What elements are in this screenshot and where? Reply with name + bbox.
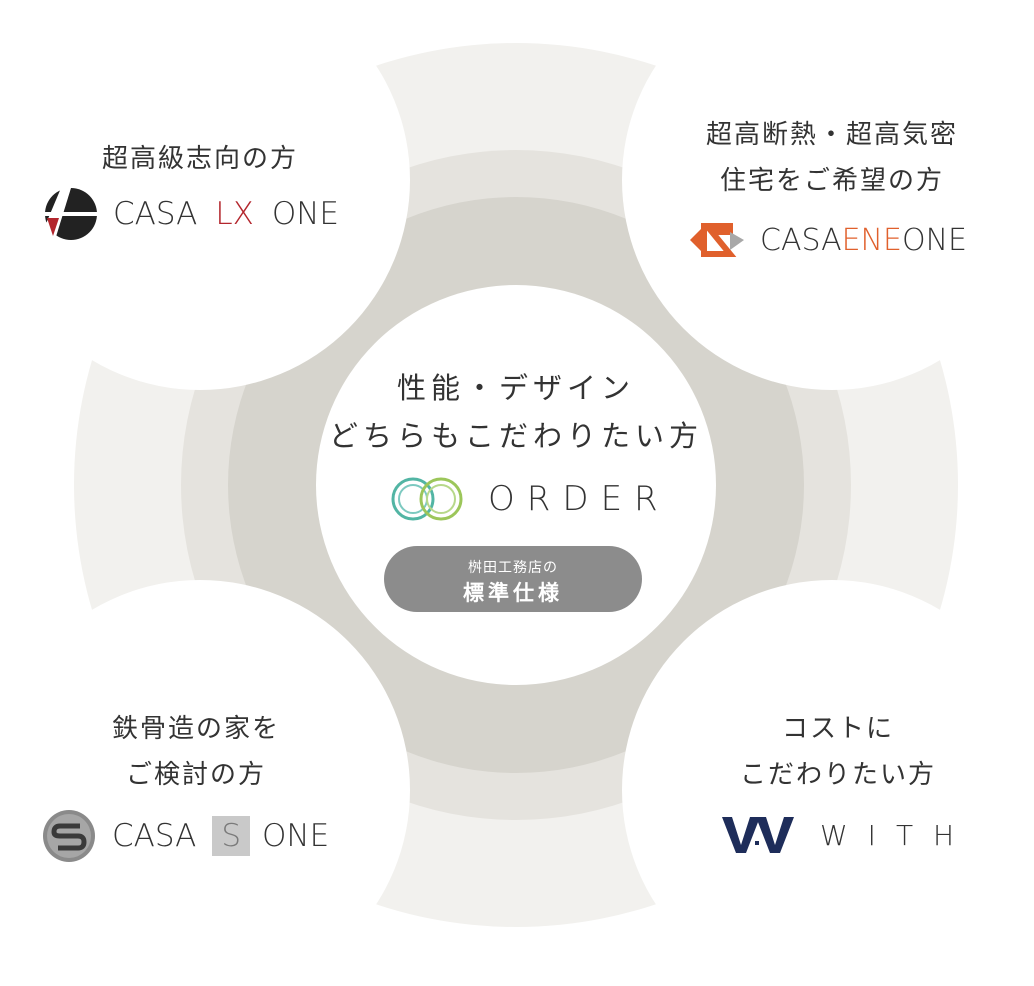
center-text: 性能・デザイン どちらもこだわりたい方 [316,364,716,460]
brand-lx: LX [215,196,254,232]
top-left-line-1: 超高級志向の方 [101,144,298,174]
casa-s-one-logo: CASA S ONE [40,808,329,864]
top-left-text: 超高級志向の方 [40,136,360,182]
casa-lx-one-icon [45,188,97,240]
badge-big-text: 標準仕様 [463,581,563,605]
casa-lx-one-logo: CASA LX ONE [43,186,339,242]
order-logo: ORDER [388,474,670,524]
brand-s: S [212,816,250,856]
bottom-left-text: 鉄骨造の家を ご検討の方 [36,706,356,798]
brand-casa: CASA [113,196,198,232]
casa-s-one-icon [43,810,95,862]
bottom-right-line-1: コストに [781,714,894,744]
bottom-right-line-2: こだわりたい方 [739,760,936,790]
order-icon [391,477,463,521]
with-icon [722,817,794,853]
top-right-line-2: 住宅をご希望の方 [719,166,944,196]
bottom-left-line-2: ご検討の方 [125,760,266,790]
casa-ene-one-logo: CASA ENE ONE [686,212,967,268]
top-right-line-1: 超高断熱・超高気密 [705,120,958,150]
brand-one: ONE [262,818,330,854]
brand-ene: ENE [841,222,902,258]
brand-casa: CASA [760,222,842,258]
with-logo: WITH [722,812,974,858]
bottom-left-circle [0,580,410,986]
bottom-right-circle [622,580,1034,986]
bottom-left-line-1: 鉄骨造の家を [111,714,280,744]
center-line-2: どちらもこだわりたい方 [328,419,703,453]
brand-with: WITH [820,818,975,852]
center-line-1: 性能・デザイン [396,371,635,405]
top-right-text: 超高断熱・超高気密 住宅をご希望の方 [672,112,992,204]
brand-one: ONE [271,196,340,232]
casa-ene-one-icon [690,223,744,257]
top-left-circle [0,0,410,390]
badge-small-text: 桝田工務店の [468,560,558,576]
brand-order: ORDER [488,479,670,519]
standard-spec-badge: 桝田工務店の 標準仕様 [384,546,642,612]
brand-casa: CASA [112,818,197,854]
bottom-right-text: コストに こだわりたい方 [678,706,998,798]
top-right-circle [622,0,1034,390]
brand-one: ONE [901,222,967,258]
